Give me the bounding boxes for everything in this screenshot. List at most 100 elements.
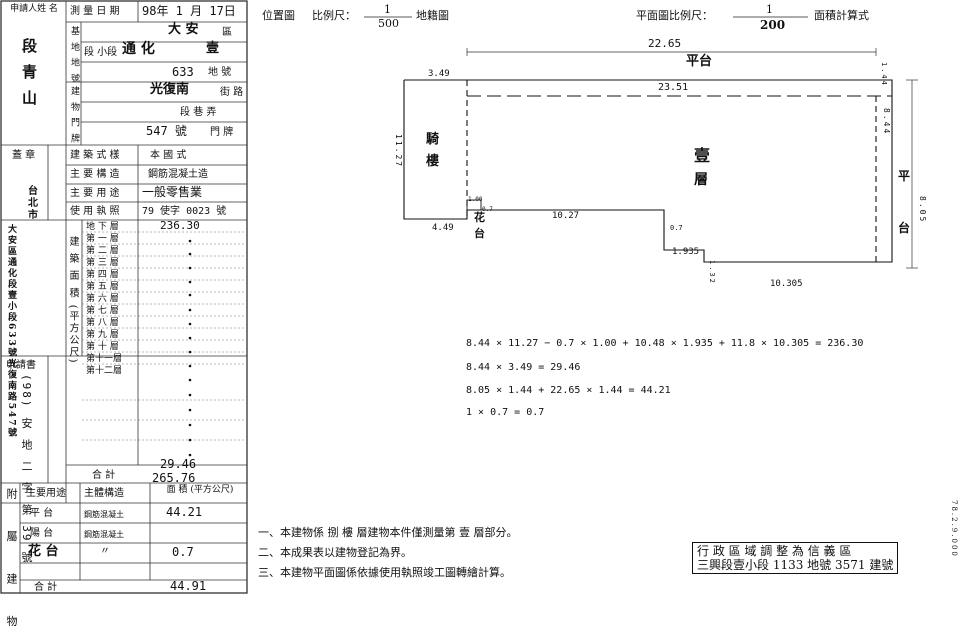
location-scale-num: 1 (384, 3, 391, 16)
structure-label: 建 築 式 樣 (70, 150, 120, 161)
step-dim-2: 1.935 (672, 247, 700, 257)
survey-date-value: 98年 1 月 17日 (142, 4, 236, 18)
bottom-dim-3: 10.305 (770, 279, 803, 289)
annex-area-3: 0.7 (172, 545, 194, 559)
seal-place-2: 北 (28, 198, 38, 209)
formula-1: 8.44 × 11.27 − 0.7 × 1.00 + 10.48 × 1.93… (466, 338, 864, 349)
floor-label-6: 第 六 層 (86, 294, 119, 304)
floor-label-11: 第十一層 (86, 354, 123, 364)
application-label: 申請書 (6, 360, 36, 371)
structure-value: 本 國 式 (150, 150, 187, 161)
flower-dim: 1.00 (468, 196, 483, 203)
annex-use-2: 陽 台 (30, 528, 54, 539)
seal-label: 蓋 章 (12, 150, 36, 161)
floor-label-1-plan: 壹 (694, 146, 711, 165)
floor-label-b1: 地 下 層 (86, 222, 119, 232)
district-value: 大 安 (168, 22, 199, 37)
plan-inner-dim: 23.51 (658, 82, 689, 93)
right-dim-v: 8.44 (882, 108, 891, 136)
arcade-label-2: 樓 (426, 154, 440, 169)
subsection-label: 段 小段 (84, 47, 118, 58)
annex-struct-1: 鋼筋混凝土 (84, 510, 124, 519)
address-block: 大安區通化段壹小段633號光復南路547號 (6, 224, 16, 439)
bottom-dim-2: 10.27 (552, 211, 580, 221)
location-scale-label: 比例尺： (312, 9, 356, 22)
annex-area-1: 44.21 (166, 505, 203, 519)
area-header: 面 積 (平方公尺) (166, 485, 234, 495)
floor-label-9: 第 九 層 (86, 330, 119, 340)
plan-top-dim: 22.65 (648, 37, 682, 50)
material-label: 主 要 構 造 (70, 169, 120, 180)
floor-label-8: 第 八 層 (86, 318, 119, 328)
total-value-1: 29.46 (160, 457, 197, 471)
annex-label: 附 屬 建 物 (5, 488, 18, 641)
area-vertical: 建 築 面 積 (平方公尺) (67, 236, 78, 365)
step-dim-3: 1.32 (708, 260, 716, 285)
applicant-label: 申請人姓 名 (10, 4, 58, 14)
total-label: 合 計 (92, 470, 116, 481)
land-no-label: 地 號 (208, 67, 232, 78)
floor-label-7: 第 七 層 (86, 306, 119, 316)
number-label: 門 牌 (210, 127, 234, 138)
plan-scale-den: 200 (760, 18, 786, 32)
formula-3: 8.05 × 1.44 + 22.65 × 1.44 = 44.21 (466, 385, 671, 396)
flower-dim-2: 0.7 (482, 206, 493, 213)
platform-label: 平台 (686, 54, 713, 69)
right-platform-2: 台 (898, 221, 911, 235)
location-scale-den: 500 (378, 17, 399, 30)
survey-sheet (0, 0, 918, 594)
edge-code: 78.2.9.000 (950, 500, 958, 558)
annex-total-label: 合 計 (34, 582, 58, 593)
use-value: 一般零售業 (142, 185, 203, 199)
license-label: 使 用 執 照 (70, 206, 120, 217)
floor-label-2-plan: 層 (694, 172, 708, 188)
far-right-dim: 8.05 (918, 196, 927, 224)
seal-place-3: 市 (28, 210, 38, 221)
applicant-name-1: 段 (22, 37, 38, 55)
note-3: 三、本建物平面圖係依據使用執照竣工圖轉繪計算。 (258, 566, 511, 579)
floor-label-4: 第 四 層 (86, 270, 119, 280)
lane-label: 段 巷 弄 (180, 107, 217, 118)
annex-struct-2: 鋼筋混凝土 (84, 530, 124, 539)
annex-total-value: 44.91 (170, 579, 207, 593)
bottom-dim-1: 4.49 (432, 223, 454, 233)
map-label: 地籍圖 (416, 9, 449, 22)
subsection-value: 壹 (206, 41, 220, 56)
annex-use-3: 花 台 (28, 544, 59, 559)
note-1: 一、本建物係 捌 樓 層建物本件僅測量第 壹 層部分。 (258, 526, 518, 539)
plan-left-dim: 3.49 (428, 69, 450, 79)
position-label: 位置圖 (262, 9, 295, 22)
license-value: 79 使字 0023 號 (142, 206, 227, 217)
land-no-value: 633 (172, 65, 194, 79)
section-value: 通 化 (122, 41, 155, 57)
floor-label-1: 第 一 層 (86, 234, 119, 244)
building-label: 建 物 門 牌 (69, 86, 79, 145)
stamp-line-2: 三興段壹小段 1133 地號 3571 建號 (697, 558, 894, 572)
right-platform-1: 平 (898, 169, 911, 183)
step-dim-1: 0.7 (670, 224, 683, 232)
applicant-name-2: 青 (22, 63, 38, 81)
plan-scale-num: 1 (766, 3, 773, 16)
formula-4: 1 × 0.7 = 0.7 (466, 407, 545, 418)
survey-date-label: 測 量 日 期 (70, 6, 120, 17)
floor-label-12: 第十二層 (86, 366, 123, 376)
application-value: (98) 安 地 二 字 第 39 號 (20, 374, 33, 565)
street-value: 光復南 (150, 82, 190, 97)
arcade-label-1: 騎 (426, 132, 440, 147)
use-label: 主 要 用 途 (70, 188, 120, 199)
floor-label-5: 第 五 層 (86, 282, 119, 292)
total-value-2: 265.76 (152, 471, 196, 485)
number-value: 547 號 (146, 124, 187, 138)
stamp-line-1: 行 政 區 域 調 整 為 信 義 區 (697, 544, 852, 558)
arcade-dim-v: 11.27 (394, 134, 403, 169)
formula-2: 8.44 × 3.49 = 29.46 (466, 362, 581, 373)
applicant-name-3: 山 (22, 89, 38, 107)
annex-use-label: 主要用途 (26, 488, 66, 499)
annex-struct-label: 主體構造 (84, 488, 124, 499)
small-dim-1: 1.44 (880, 62, 888, 87)
note-2: 二、本成果表以建物登記為界。 (258, 546, 412, 559)
flower-label-1: 花 (474, 211, 485, 224)
floor-label-10: 第 十 層 (86, 342, 119, 352)
base-label: 基 地 地 號 (69, 26, 79, 85)
plan-scale-label: 平面圖比例尺： (636, 9, 713, 22)
